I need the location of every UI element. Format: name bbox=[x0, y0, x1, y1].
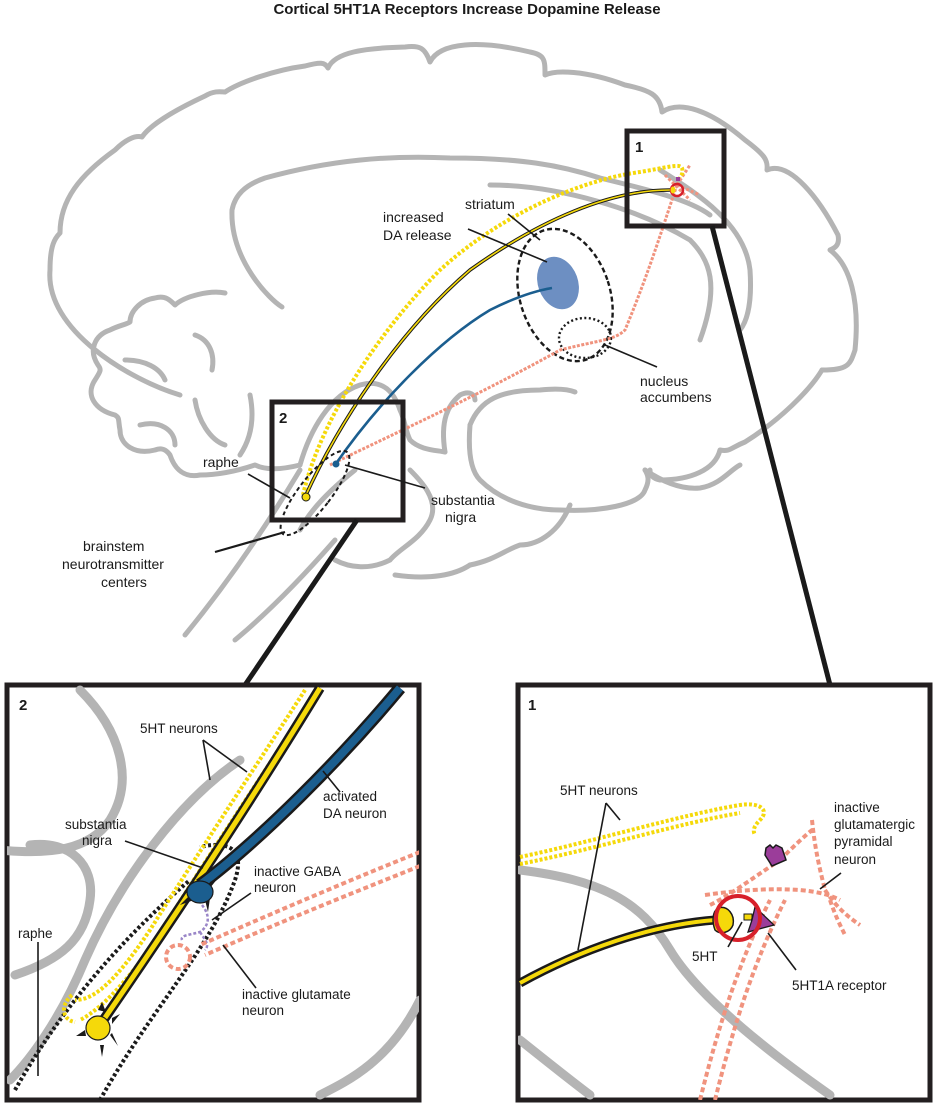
inset-1: 1 5HT neurons inactive glutamatergic pyr… bbox=[515, 682, 933, 1103]
inset2-label-inactive-gaba-1: inactive GABA bbox=[254, 864, 341, 879]
label-raphe: raphe bbox=[203, 454, 239, 470]
inset2-label-raphe: raphe bbox=[18, 926, 53, 941]
brainstem-centers-outline bbox=[279, 449, 351, 537]
label-brainstem-1: brainstem bbox=[83, 538, 144, 554]
dopamine-soma-overview bbox=[332, 460, 340, 468]
zoom-connector-2 bbox=[242, 518, 360, 687]
inset2-label-activated-2: DA neuron bbox=[323, 806, 387, 821]
zoom-box-1-number: 1 bbox=[635, 139, 643, 156]
inset2-number: 2 bbox=[19, 697, 27, 714]
inset1-label-inactive-3: pyramidal bbox=[834, 834, 893, 849]
inset2-label-substantia-2: nigra bbox=[82, 833, 113, 848]
figure-title: Cortical 5HT1A Receptors Increase Dopami… bbox=[273, 1, 660, 18]
label-substantia-nigra-2: nigra bbox=[445, 509, 476, 525]
inset-2: 2 5HT neurons activated DA neuron substa… bbox=[4, 682, 422, 1103]
inset2-da-soma bbox=[180, 878, 218, 912]
inset1-5ht-molecule bbox=[743, 913, 753, 921]
label-nucleus-accumbens-1: nucleus bbox=[640, 373, 688, 389]
inset1-label-inactive-2: glutamatergic bbox=[834, 817, 915, 832]
inset1-receptor-top bbox=[764, 844, 787, 867]
nucleus-accumbens-outline bbox=[557, 316, 613, 360]
inset2-label-activated-1: activated bbox=[323, 789, 377, 804]
raphe-soma-overview bbox=[301, 492, 311, 502]
inset1-label-inactive-4: neuron bbox=[834, 852, 876, 867]
inset1-number: 1 bbox=[528, 697, 536, 714]
zoom-box-1 bbox=[624, 128, 727, 229]
inset2-label-inactive-gaba-2: neuron bbox=[254, 880, 296, 895]
zoom-connector-1 bbox=[709, 225, 833, 686]
inset2-label-inactive-glutamate-1: inactive glutamate bbox=[242, 987, 351, 1002]
inset2-glutamate-neuron bbox=[199, 850, 419, 957]
inset2-brainstem-boundary bbox=[13, 878, 192, 1091]
brain-outline bbox=[47, 42, 859, 643]
zoom-box-2-number: 2 bbox=[279, 410, 287, 427]
inset2-label-5ht-neurons: 5HT neurons bbox=[140, 721, 218, 736]
label-increased-da-1: increased bbox=[383, 209, 444, 225]
inset2-5ht-soma bbox=[76, 1002, 120, 1057]
inset1-label-inactive-1: inactive bbox=[834, 800, 880, 815]
inset1-label-5ht-neurons: 5HT neurons bbox=[560, 783, 638, 798]
inset2-label-substantia-1: substantia bbox=[65, 817, 127, 832]
label-brainstem-3: centers bbox=[101, 574, 147, 590]
inset2-label-inactive-glutamate-2: neuron bbox=[242, 1003, 284, 1018]
label-brainstem-2: neurotransmitter bbox=[62, 556, 164, 572]
glutamate-projection bbox=[329, 184, 679, 467]
striatum-outline bbox=[516, 227, 614, 363]
inset1-label-5ht: 5HT bbox=[692, 949, 718, 964]
inset2-5ht-dashed-axon bbox=[74, 688, 307, 1002]
label-nucleus-accumbens-2: accumbens bbox=[640, 389, 712, 405]
da-release-area bbox=[537, 256, 579, 310]
inset1-label-5ht1a-receptor: 5HT1A receptor bbox=[792, 978, 887, 993]
dopamine-projection bbox=[333, 286, 553, 466]
label-increased-da-2: DA release bbox=[383, 227, 452, 243]
label-substantia-nigra-1: substantia bbox=[431, 492, 495, 508]
inset1-highlight-ring bbox=[714, 894, 762, 942]
label-striatum: striatum bbox=[465, 196, 515, 212]
serotonin-projection-dashed bbox=[301, 163, 685, 496]
zoom-box-2 bbox=[269, 399, 406, 523]
